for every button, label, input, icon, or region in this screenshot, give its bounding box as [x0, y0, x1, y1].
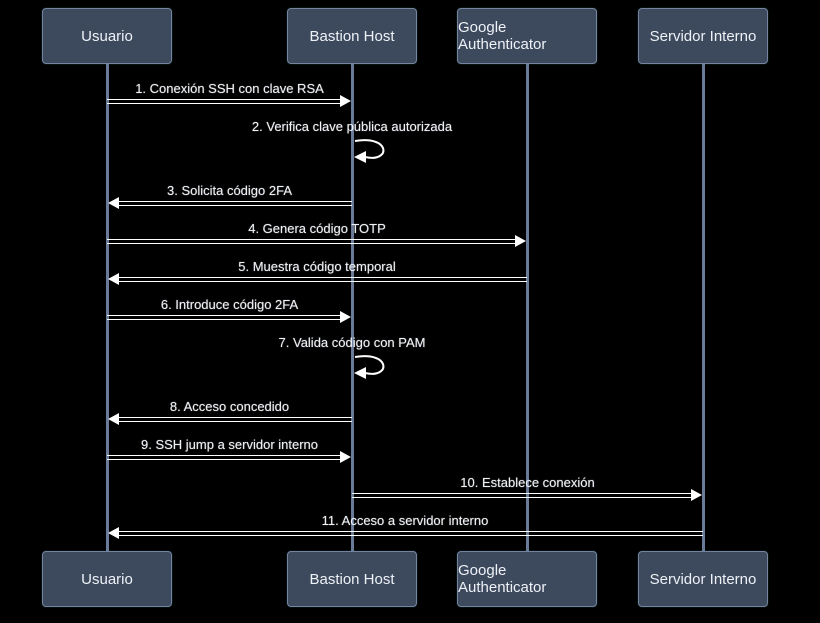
actor-box-top-3: Servidor Interno	[638, 8, 768, 64]
lifeline-0	[105, 64, 109, 552]
message-label: 10. Establece conexión	[460, 475, 595, 490]
message-line	[116, 277, 527, 282]
lifeline-1	[350, 64, 354, 552]
arrowhead-icon	[515, 235, 526, 247]
lifeline-3	[701, 64, 705, 552]
actor-box-top-2: Google Authenticator	[457, 8, 597, 64]
actor-box-bottom-2: Google Authenticator	[457, 551, 597, 607]
actor-box-top-0: Usuario	[42, 8, 172, 64]
arrowhead-icon	[108, 527, 119, 539]
self-loop-arrow-icon	[353, 353, 399, 388]
message-label: 4. Genera código TOTP	[248, 221, 386, 236]
arrowhead-icon	[340, 451, 351, 463]
actor-box-bottom-1: Bastion Host	[287, 551, 417, 607]
message-line	[107, 315, 343, 320]
message-label: 2. Verifica clave pública autorizada	[251, 119, 453, 134]
self-loop-arrow-icon	[353, 137, 399, 172]
actor-box-bottom-0: Usuario	[42, 551, 172, 607]
arrowhead-icon	[691, 489, 702, 501]
message-line	[352, 493, 694, 498]
actor-box-top-1: Bastion Host	[287, 8, 417, 64]
message-label: 8. Acceso concedido	[169, 399, 290, 414]
message-label: 7. Valida código con PAM	[278, 335, 426, 350]
message-line	[107, 239, 518, 244]
lifeline-2	[525, 64, 529, 552]
message-label: 6. Introduce código 2FA	[160, 297, 299, 312]
message-label: 11. Acceso a servidor interno	[321, 513, 489, 528]
message-line	[107, 455, 343, 460]
arrowhead-icon	[108, 273, 119, 285]
message-line	[116, 417, 352, 422]
arrowhead-icon	[340, 311, 351, 323]
message-line	[116, 531, 703, 536]
message-label: 9. SSH jump a servidor interno	[140, 437, 319, 452]
arrowhead-icon	[108, 197, 119, 209]
message-label: 5. Muestra código temporal	[238, 259, 396, 274]
message-label: 3. Solicita código 2FA	[166, 183, 293, 198]
message-line	[107, 99, 343, 104]
actor-box-bottom-3: Servidor Interno	[638, 551, 768, 607]
arrowhead-icon	[340, 95, 351, 107]
message-line	[116, 201, 352, 206]
arrowhead-icon	[108, 413, 119, 425]
message-label: 1. Conexión SSH con clave RSA	[135, 81, 324, 96]
